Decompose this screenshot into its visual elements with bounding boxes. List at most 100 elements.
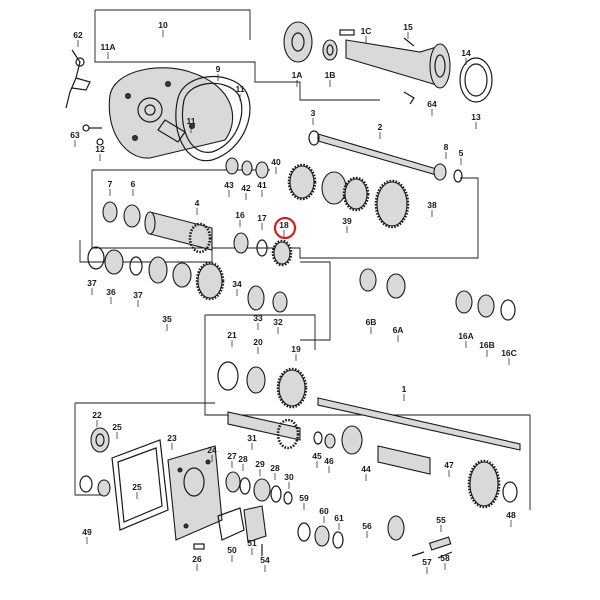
- callout-9: 9: [216, 64, 221, 74]
- bearings-43-42-41: [225, 157, 269, 179]
- callout-11a: 11A: [100, 42, 115, 52]
- gear-38: [374, 179, 410, 229]
- callout-31: 31: [247, 433, 257, 443]
- callout-6a: 6A: [393, 325, 404, 335]
- ring-48: [502, 481, 518, 503]
- callout-40: 40: [271, 157, 281, 167]
- callout-11: 11: [236, 84, 245, 94]
- callout-28: 28: [238, 454, 248, 464]
- bearing-16: [233, 232, 249, 254]
- bolts-63-12: [82, 124, 104, 146]
- callout-44: 44: [361, 464, 371, 474]
- gear-19: [276, 367, 308, 409]
- bearings-33-32: [247, 285, 288, 313]
- callout-7: 7: [108, 179, 113, 189]
- callout-26: 26: [192, 554, 202, 564]
- countershaft-2: [317, 133, 441, 177]
- callout-29: 29: [255, 459, 265, 469]
- callout-18: 18: [279, 220, 289, 230]
- callout-61: 61: [334, 513, 344, 523]
- callout-16b: 16B: [479, 340, 495, 350]
- rings-27-28-29-30: [225, 471, 293, 505]
- callout-56: 56: [362, 521, 372, 531]
- bolt-26: [193, 543, 205, 550]
- housing-1A: [283, 21, 313, 63]
- gear-47: [467, 459, 501, 509]
- shaft-4: [144, 211, 213, 254]
- washers-49: [79, 475, 111, 497]
- callout-1: 1: [402, 384, 407, 394]
- callout-60: 60: [319, 506, 329, 516]
- callout-16a: 16A: [458, 331, 474, 341]
- washer-8: [433, 163, 447, 181]
- leader-lines: [74, 30, 512, 574]
- callout-63: 63: [70, 130, 80, 140]
- callout-34: 34: [232, 279, 242, 289]
- bolt-1C: [339, 29, 355, 36]
- callout-25: 25: [112, 422, 122, 432]
- callout-21: 21: [227, 330, 237, 340]
- callout-10: 10: [158, 20, 168, 30]
- callout-42: 42: [241, 183, 251, 193]
- gear-18: [271, 239, 293, 267]
- callout-6b: 6B: [366, 317, 377, 327]
- callout-1c: 1C: [361, 26, 372, 36]
- shaft-31: [227, 411, 301, 450]
- callout-64: 64: [427, 99, 437, 109]
- snap-ring-21: [217, 361, 239, 391]
- ring-17: [256, 239, 268, 257]
- plate-50: [217, 507, 245, 541]
- highlight-circle: [273, 216, 297, 240]
- callout-16: 16: [235, 210, 245, 220]
- callout-20: 20: [253, 337, 263, 347]
- gear-34: [195, 261, 225, 301]
- callout-43: 43: [224, 180, 234, 190]
- cluster-gear-39: [321, 171, 370, 212]
- callout-55: 55: [436, 515, 446, 525]
- callout-11: 11: [187, 116, 196, 126]
- gasket-23: [111, 439, 169, 531]
- callout-1b: 1B: [325, 70, 336, 80]
- callout-1a: 1A: [292, 70, 303, 80]
- bolt-15: [403, 37, 415, 47]
- callout-39: 39: [342, 216, 352, 226]
- callout-4: 4: [195, 198, 200, 208]
- callout-14: 14: [461, 48, 471, 58]
- mainshaft-1: [317, 397, 521, 451]
- callout-48: 48: [506, 510, 516, 520]
- callout-24: 24: [207, 445, 217, 455]
- callout-15: 15: [403, 22, 413, 32]
- callout-54: 54: [260, 555, 270, 565]
- callout-6: 6: [131, 179, 136, 189]
- callout-32: 32: [273, 317, 283, 327]
- callout-33: 33: [253, 313, 263, 323]
- callout-62: 62: [73, 30, 83, 40]
- callout-5: 5: [459, 148, 464, 158]
- parts-16A-16B-16C: [455, 290, 516, 321]
- callout-50: 50: [227, 545, 237, 555]
- callout-8: 8: [444, 142, 449, 152]
- case-24: [167, 445, 223, 541]
- callout-38: 38: [427, 200, 437, 210]
- callout-51: 51: [247, 538, 257, 548]
- callout-27: 27: [227, 451, 237, 461]
- callout-37: 37: [133, 290, 143, 300]
- callout-13: 13: [471, 112, 481, 122]
- pin-55: [428, 536, 452, 551]
- parts-45-46: [313, 431, 336, 449]
- gear-40: [287, 163, 317, 201]
- callout-49: 49: [82, 527, 92, 537]
- callout-16c: 16C: [501, 348, 517, 358]
- callout-12: 12: [95, 144, 105, 154]
- shift-lever-62: [65, 49, 91, 109]
- parts-6B-6A: [359, 268, 406, 299]
- gasket-13: [459, 57, 493, 103]
- callout-17: 17: [257, 213, 267, 223]
- callout-37: 37: [87, 278, 97, 288]
- seal-1B: [322, 39, 338, 61]
- callout-3: 3: [311, 108, 316, 118]
- callout-45: 45: [312, 451, 322, 461]
- callout-36: 36: [106, 287, 116, 297]
- callout-2: 2: [378, 122, 383, 132]
